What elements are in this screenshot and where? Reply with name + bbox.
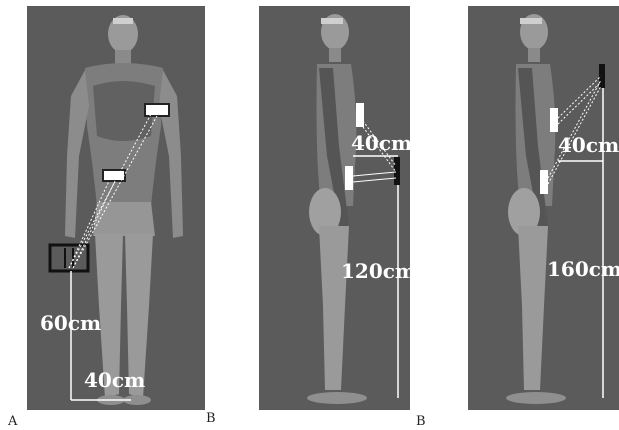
side-view-160cm-panel: 40cm 160cm — [468, 6, 619, 410]
side-vertical-distance-label-2: 160cm — [547, 259, 619, 279]
side-measurement-overlay-2 — [468, 6, 619, 410]
side-horizontal-distance-label-2: 40cm — [558, 135, 619, 155]
side-receiver-1 — [394, 157, 400, 185]
chest-sensor — [145, 104, 169, 116]
side-lower-sensor-1 — [345, 166, 353, 190]
front-horizontal-distance-label: 40cm — [84, 370, 145, 390]
side-measurement-overlay-1 — [259, 6, 410, 410]
side-view-120cm-panel: 40cm 120cm — [259, 6, 410, 410]
side-upper-sensor-1 — [356, 103, 364, 127]
front-vertical-distance-label: 60cm — [40, 313, 101, 333]
front-measurement-overlay — [27, 6, 205, 410]
panel-label-b-first: B — [206, 412, 216, 425]
panel-label-b-second: B — [416, 415, 426, 428]
side-horizontal-distance-label-1: 40cm — [351, 133, 412, 153]
side-receiver-2 — [599, 64, 605, 88]
side-lower-sensor-2 — [540, 170, 548, 194]
front-view-panel: 60cm 40cm — [27, 6, 205, 410]
panel-label-a: A — [8, 415, 17, 428]
side-vertical-distance-label-1: 120cm — [341, 261, 416, 281]
side-upper-sensor-2 — [550, 108, 558, 132]
